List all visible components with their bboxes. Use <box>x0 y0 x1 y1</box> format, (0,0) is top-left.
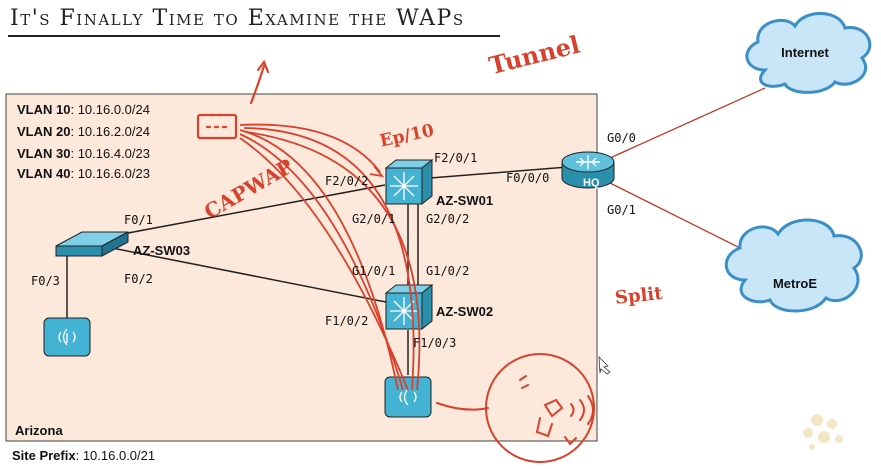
site-name: Arizona <box>15 423 63 438</box>
port-label: G0/0 <box>607 131 636 145</box>
wan-links <box>609 87 766 259</box>
arizona-site-box <box>5 93 598 442</box>
metroe-label: MetroE <box>772 276 818 291</box>
vlan-entry: VLAN 40: 10.16.6.0/23 <box>17 166 150 181</box>
vlan-name: VLAN 10 <box>17 102 71 117</box>
vlan-name: VLAN 20 <box>17 124 71 139</box>
sw02-label: AZ-SW02 <box>436 304 494 319</box>
az-sw03-switch <box>55 231 129 257</box>
port-label: G2/0/1 <box>352 212 396 226</box>
vlan-entry: VLAN 10: 10.16.0.0/24 <box>17 102 150 117</box>
site-prefix: Site Prefix: 10.16.0.0/21 <box>12 448 155 463</box>
vlan-name: VLAN 40 <box>17 166 71 181</box>
vlan-entry: VLAN 20: 10.16.2.0/24 <box>17 124 150 139</box>
vlan-subnet: : 10.16.0.0/24 <box>70 102 150 117</box>
vlan-entry: VLAN 30: 10.16.4.0/23 <box>17 146 150 161</box>
wlc-sketch <box>196 59 270 140</box>
wap-left <box>43 317 91 357</box>
hq-label: HQ <box>583 177 600 189</box>
wap-bottom <box>384 376 432 418</box>
capwap-tunnels <box>239 123 421 391</box>
port-label: F2/0/1 <box>434 151 478 165</box>
network-links <box>66 166 569 375</box>
vlan-subnet: : 10.16.2.0/24 <box>70 124 150 139</box>
page-title: It's Finally Time to Examine the WAPs <box>10 6 465 31</box>
port-label: F0/3 <box>31 274 60 288</box>
title-underline <box>8 35 500 37</box>
sw01-label: AZ-SW01 <box>436 193 494 208</box>
cursor-icon <box>598 355 611 375</box>
port-label: G2/0/2 <box>426 212 470 226</box>
az-sw01-switch <box>384 158 434 206</box>
port-label: G0/1 <box>607 203 636 217</box>
vlan-subnet: : 10.16.6.0/23 <box>70 166 150 181</box>
metroe-cloud <box>724 218 863 313</box>
az-sw02-switch <box>384 283 434 331</box>
sw03-label: AZ-SW03 <box>133 243 191 258</box>
port-label: G1/0/2 <box>426 264 470 278</box>
watermark-logo <box>803 414 843 450</box>
vlan-name: VLAN 30 <box>17 146 71 161</box>
port-label: F1/0/2 <box>325 314 369 328</box>
site-prefix-label: Site Prefix <box>12 448 76 463</box>
hq-router <box>561 151 615 189</box>
internet-label: Internet <box>781 45 829 60</box>
internet-cloud <box>745 12 872 94</box>
site-prefix-value: : 10.16.0.0/21 <box>75 448 156 463</box>
port-label: F1/0/3 <box>413 336 457 350</box>
port-label: F0/1 <box>124 213 153 227</box>
port-label: F0/2 <box>124 272 153 286</box>
port-label: G1/0/1 <box>352 264 396 278</box>
port-label: F0/0/0 <box>506 171 550 185</box>
client-sketch <box>436 353 595 463</box>
vlan-subnet: : 10.16.4.0/23 <box>70 146 150 161</box>
port-label: F2/0/2 <box>325 174 369 188</box>
